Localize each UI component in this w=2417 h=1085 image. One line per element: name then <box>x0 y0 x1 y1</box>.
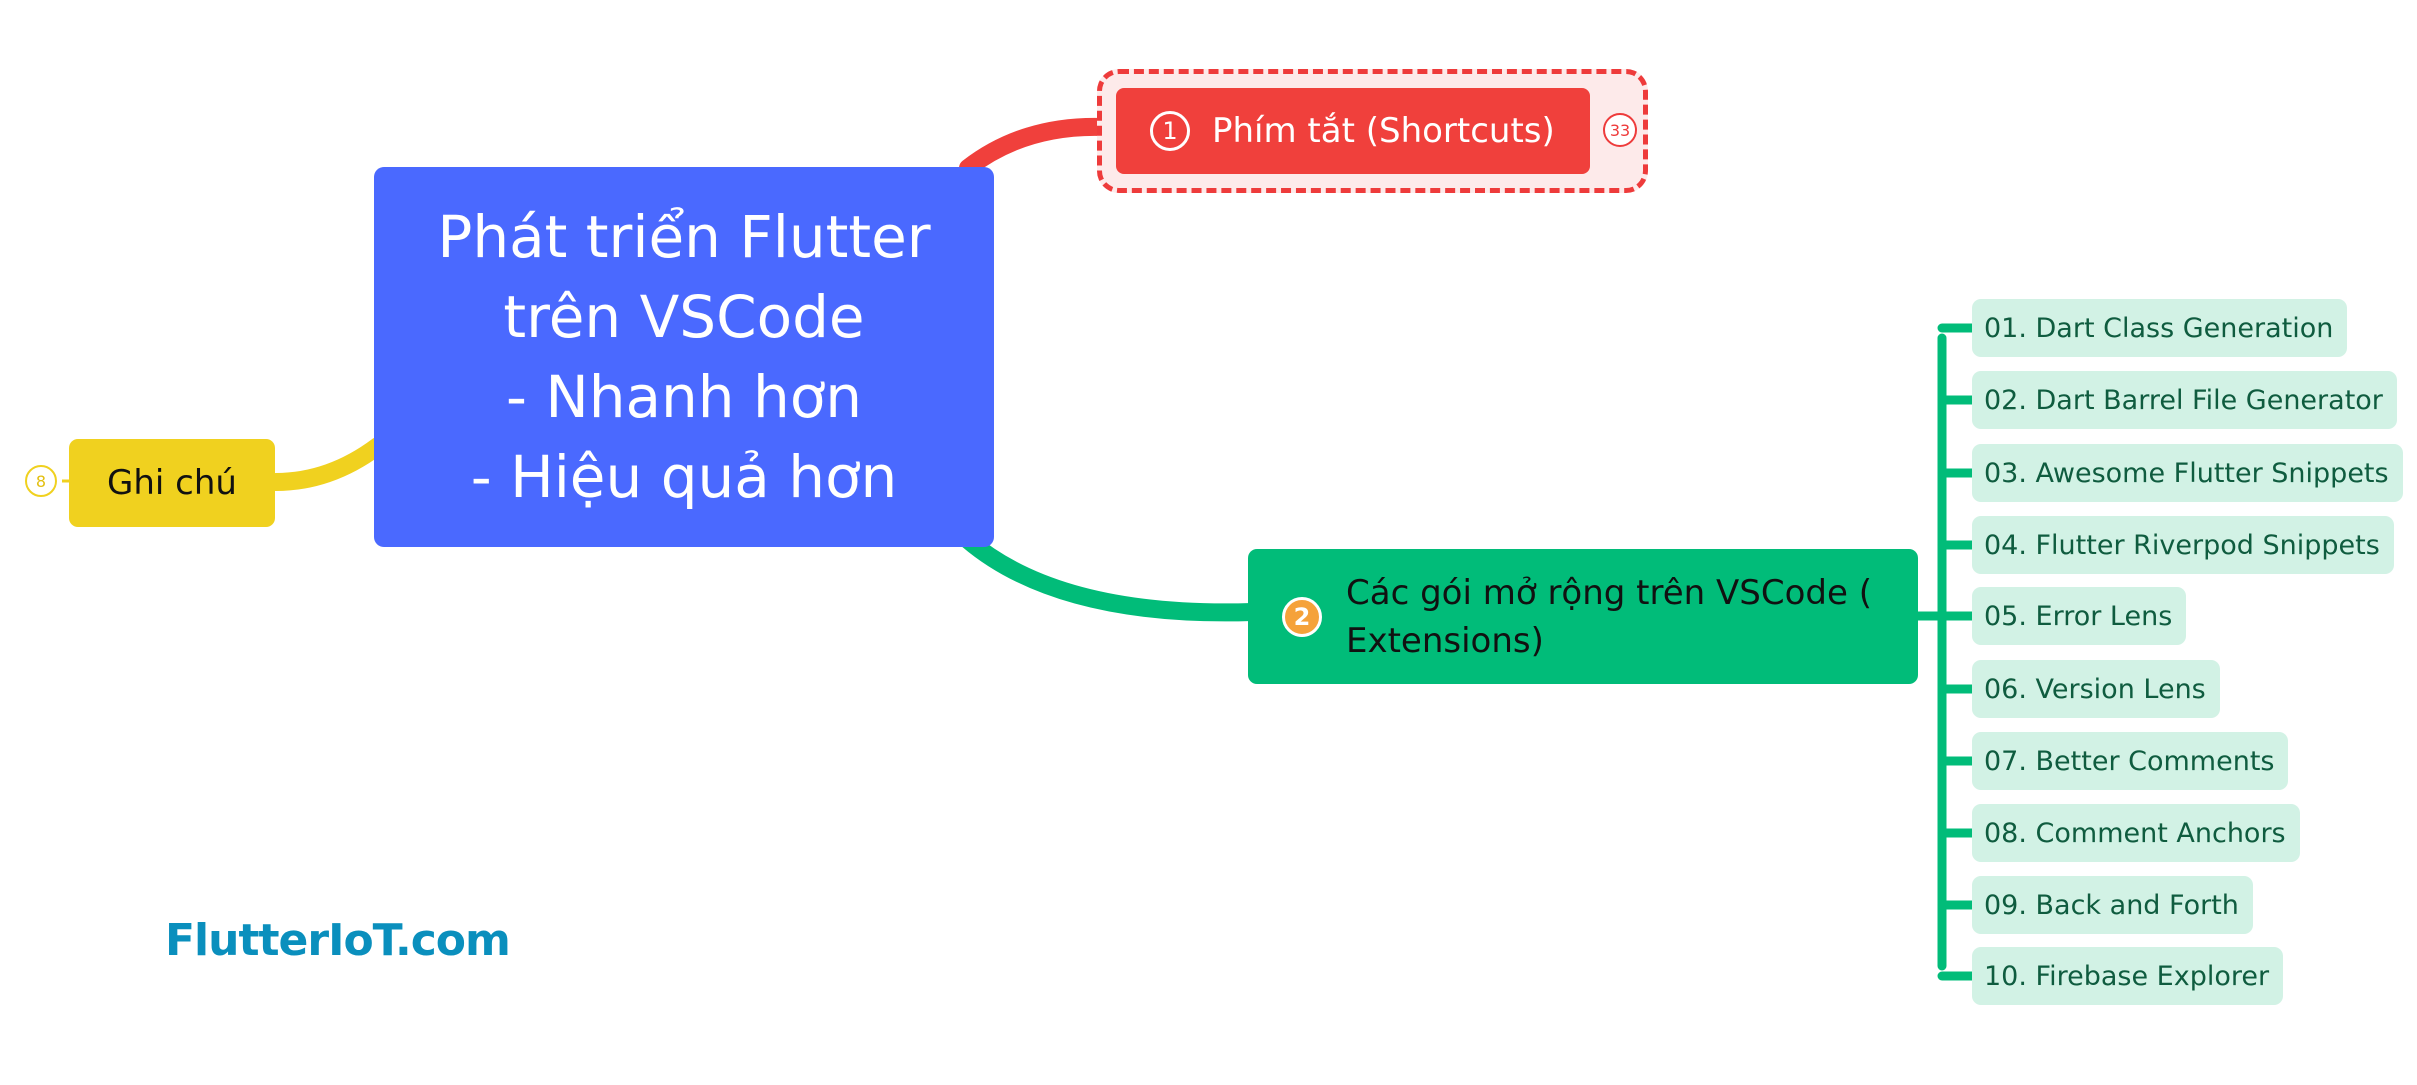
extension-item-label: 07. Better Comments <box>1984 745 2275 777</box>
note-node-label: Ghi chú <box>107 463 237 503</box>
connector-to-extensions <box>959 531 1261 622</box>
extension-item-label: 09. Back and Forth <box>1984 889 2239 921</box>
extension-item-label: 10. Firebase Explorer <box>1984 960 2270 992</box>
shortcuts-count-text: 33 <box>1609 120 1631 140</box>
connector-to-note <box>267 437 387 491</box>
branch-extensions[interactable]: 2 Các gói mở rộng trên VSCode ( Extensio… <box>1248 549 1918 684</box>
note-count-badge[interactable]: 8 <box>25 465 57 497</box>
extension-item-label: 04. Flutter Riverpod Snippets <box>1984 529 2380 561</box>
extension-item[interactable]: 08. Comment Anchors <box>1972 804 2300 862</box>
shortcuts-count-badge[interactable]: 33 <box>1603 113 1637 147</box>
shortcuts-number-text: 1 <box>1162 117 1178 145</box>
extension-item[interactable]: 07. Better Comments <box>1972 732 2289 790</box>
extensions-number-badge: 2 <box>1282 596 1322 637</box>
extensions-label: Các gói mở rộng trên VSCode ( Extensions… <box>1346 572 1872 661</box>
extensions-leaf-bracket <box>1913 323 1977 981</box>
extension-item[interactable]: 01. Dart Class Generation <box>1972 299 2348 357</box>
extension-item-label: 06. Version Lens <box>1984 673 2206 705</box>
shortcuts-label: Phím tắt (Shortcuts) <box>1212 111 1555 151</box>
extension-item[interactable]: 06. Version Lens <box>1972 660 2220 718</box>
brand-logo-text: FlutterIoT.com <box>165 915 511 966</box>
extension-item[interactable]: 09. Back and Forth <box>1972 876 2253 934</box>
extension-item[interactable]: 03. Awesome Flutter Snippets <box>1972 444 2403 502</box>
extension-item-label: 05. Error Lens <box>1984 600 2173 632</box>
note-node[interactable]: Ghi chú <box>69 439 275 527</box>
extension-item-label: 08. Comment Anchors <box>1984 817 2286 849</box>
extensions-number-text: 2 <box>1293 602 1311 631</box>
extension-item[interactable]: 10. Firebase Explorer <box>1972 947 2284 1005</box>
extension-item-label: 02. Dart Barrel File Generator <box>1984 384 2383 416</box>
extension-item-label: 03. Awesome Flutter Snippets <box>1984 457 2389 489</box>
shortcuts-number-badge: 1 <box>1150 111 1190 151</box>
branch-shortcuts[interactable]: 1 Phím tắt (Shortcuts) <box>1116 88 1590 174</box>
note-count-text: 8 <box>35 471 47 491</box>
central-topic-title: Phát triển Flutter trên VSCode - Nhanh h… <box>437 203 931 511</box>
extension-item[interactable]: 05. Error Lens <box>1972 587 2187 645</box>
extension-item[interactable]: 02. Dart Barrel File Generator <box>1972 371 2397 429</box>
extension-item-label: 01. Dart Class Generation <box>1984 312 2334 344</box>
central-topic[interactable]: Phát triển Flutter trên VSCode - Nhanh h… <box>374 167 994 547</box>
extension-item[interactable]: 04. Flutter Riverpod Snippets <box>1972 516 2394 574</box>
